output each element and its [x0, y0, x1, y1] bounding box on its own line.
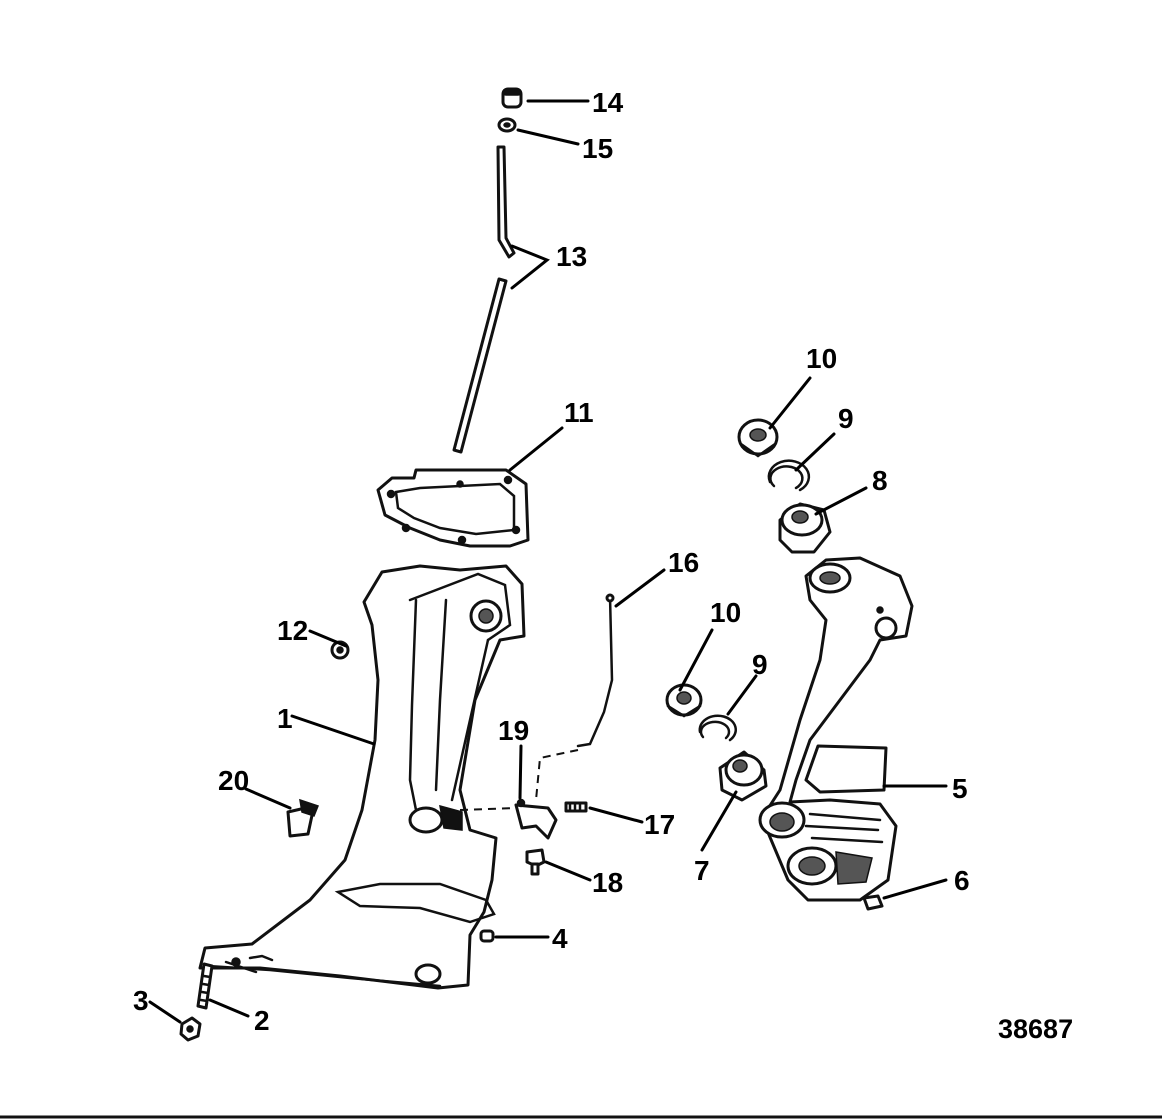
- callout-9-upper: 9: [838, 403, 854, 434]
- part-19-bracket: [514, 798, 558, 840]
- callout-10-upper: 10: [806, 343, 837, 374]
- callout-2: 2: [254, 1005, 270, 1036]
- callout-labels: 1 2 3 4 5 6 7 8 9 9 10 10 11 12 13 14 15…: [133, 87, 970, 1036]
- callout-17: 17: [644, 809, 675, 840]
- callout-11: 11: [564, 397, 594, 428]
- part-16-shift-rod: [576, 593, 615, 748]
- callout-8: 8: [872, 465, 888, 496]
- part-20-clip: [286, 798, 319, 838]
- part-17-screw: [564, 801, 588, 813]
- callout-7: 7: [694, 855, 710, 886]
- part-10-upper-mount: [737, 418, 779, 458]
- part-1-driveshaft-housing: [198, 564, 526, 990]
- figure-number: 38687: [998, 1014, 1073, 1044]
- callout-15: 15: [582, 133, 613, 164]
- leader-lines: [148, 99, 948, 1024]
- callout-16: 16: [668, 547, 699, 578]
- part-2-stud: [196, 962, 214, 1010]
- callout-19: 19: [498, 715, 529, 746]
- callout-9-lower: 9: [752, 649, 768, 680]
- part-3-nut: [179, 1016, 202, 1042]
- part-8-upper-mount: [778, 502, 832, 554]
- callout-10-lower: 10: [710, 597, 741, 628]
- callout-4: 4: [552, 923, 568, 954]
- callout-18: 18: [592, 867, 623, 898]
- callout-20: 20: [218, 765, 249, 796]
- callout-13: 13: [556, 241, 587, 272]
- part-13-shift-rod: [452, 145, 516, 454]
- part-7-lower-mount: [718, 750, 768, 802]
- part-15-washer: [497, 117, 517, 133]
- part-6-block: [862, 894, 884, 911]
- callout-1: 1: [277, 703, 293, 734]
- callout-14: 14: [592, 87, 624, 118]
- assembly-line-rod: [459, 749, 579, 811]
- callout-6: 6: [954, 865, 970, 896]
- part-11-gasket: [376, 468, 530, 548]
- part-5-exhaust-tube: [758, 556, 914, 902]
- part-14-cap: [501, 87, 523, 109]
- callout-12: 12: [277, 615, 308, 646]
- callout-5: 5: [952, 773, 968, 804]
- callout-3: 3: [133, 985, 149, 1016]
- part-4-nut: [479, 929, 495, 943]
- part-9-lower-retainer: [698, 714, 737, 742]
- part-9-upper-retainer: [767, 459, 811, 492]
- part-10-lower-mount: [665, 683, 703, 718]
- part-18-bolt: [525, 848, 546, 876]
